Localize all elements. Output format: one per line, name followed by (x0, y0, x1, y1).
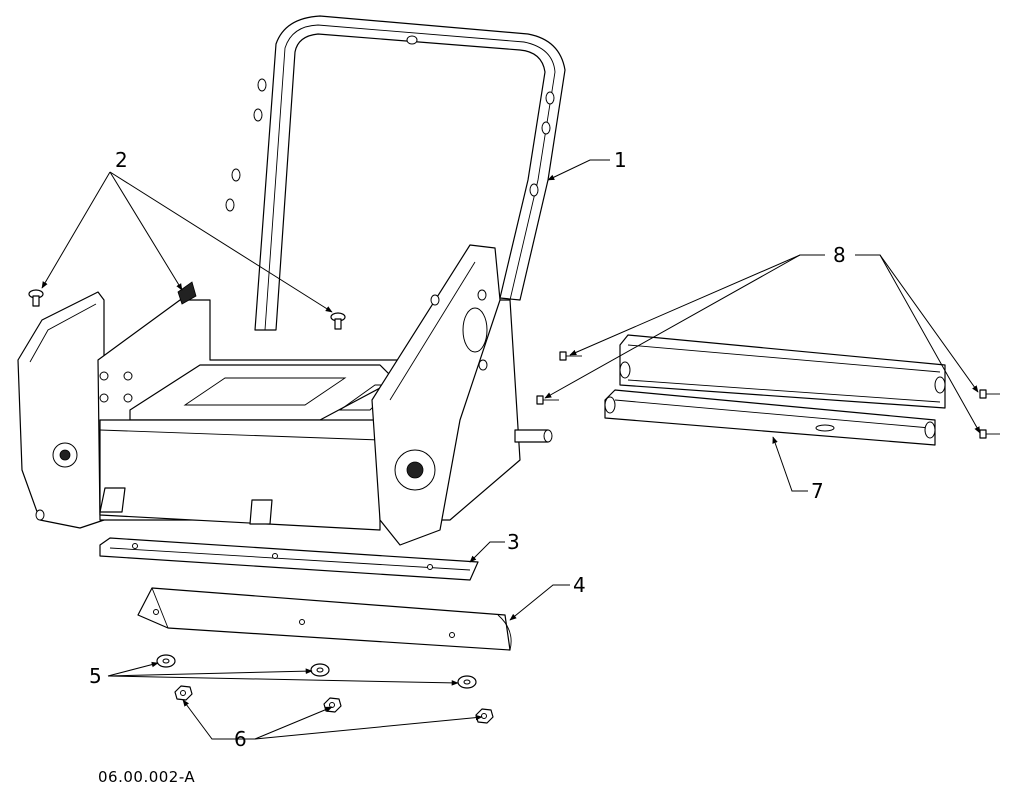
handle-part (225, 15, 566, 331)
leader-lines (41, 159, 981, 740)
drawing-code: 06.00.002-A (98, 768, 196, 786)
main-housing (17, 244, 553, 546)
bolt-part-2 (28, 281, 346, 330)
strip-part-3 (99, 537, 479, 581)
callout-1: 1 (614, 148, 627, 172)
callout-2: 2 (115, 148, 128, 172)
callout-8: 8 (833, 243, 846, 267)
nut-part-6 (174, 685, 494, 724)
callout-6: 6 (234, 727, 247, 751)
callout-7: 7 (811, 479, 824, 503)
screw-part-8 (536, 351, 1000, 439)
callout-3: 3 (507, 530, 520, 554)
callout-4: 4 (573, 573, 586, 597)
callout-5: 5 (89, 664, 102, 688)
trough-part-7 (604, 334, 946, 446)
scraper-part-4 (137, 587, 512, 651)
washer-part-5 (156, 654, 477, 689)
callout-labels: 1 2 3 4 5 6 7 8 (89, 148, 846, 751)
